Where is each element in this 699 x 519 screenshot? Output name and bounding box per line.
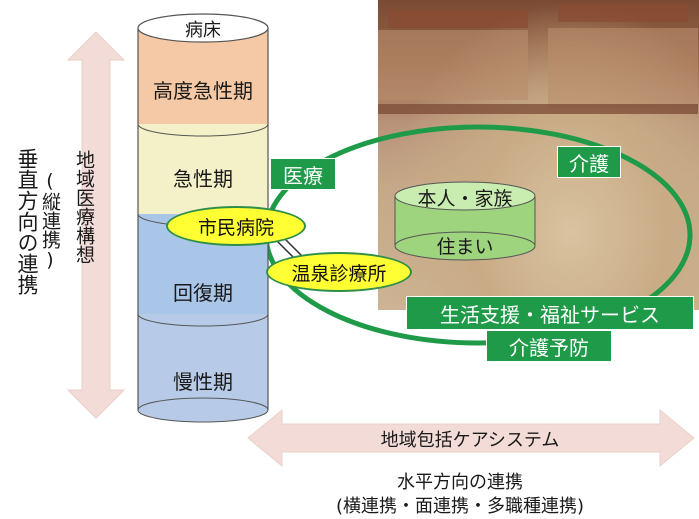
bed-cylinder (137, 13, 269, 423)
life-support-label: 生活支援・福祉サービス (406, 296, 694, 330)
regional-medical-plan: 地域医療構想 (73, 150, 95, 264)
segment-chronic: 慢性期 (173, 370, 233, 394)
vertical-arrow (66, 31, 126, 419)
home-cylinder (394, 181, 536, 261)
segment-high-acute: 高度急性期 (153, 79, 253, 103)
onsen-clinic-pill: 温泉診療所 (266, 252, 412, 292)
cylinder-top-label: 病床 (185, 20, 221, 41)
person-family-text: 本人・家族 (417, 188, 513, 210)
vertical-collab-label: 垂直方向の連携 (15, 148, 39, 295)
medical-label: 医療 (270, 158, 336, 190)
city-hospital-pill: 市民病院 (166, 206, 306, 246)
horizontal-collab-sub: (横連携・面連携・多職種連携) (335, 496, 585, 517)
care-label: 介護 (557, 146, 621, 178)
care-prevention-label: 介護予防 (486, 330, 612, 362)
home-text: 住まい (436, 236, 494, 258)
horizontal-collab-label: 水平方向の連携 (397, 472, 523, 493)
horizontal-arrow (247, 408, 695, 468)
segment-recovery: 回復期 (173, 281, 233, 305)
community-care-system: 地域包括ケアシステム (380, 430, 560, 451)
segment-acute: 急性期 (173, 167, 233, 191)
vertical-collab-sub: (縦連携) (39, 170, 61, 271)
